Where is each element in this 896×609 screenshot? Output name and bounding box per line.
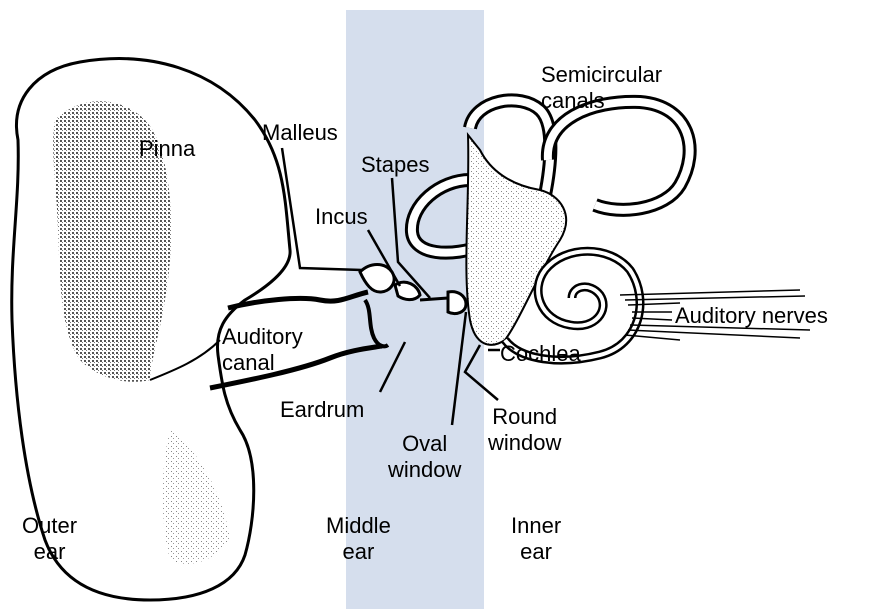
label-auditory-nerves: Auditory nerves [675,303,828,329]
label-pinna: Pinna [139,136,195,162]
label-eardrum: Eardrum [280,397,364,423]
label-malleus: Malleus [262,120,338,146]
label-middle-ear: Middle ear [326,513,391,565]
label-cochlea: Cochlea [500,341,581,367]
label-round-window: Round window [488,404,561,456]
label-oval-window: Oval window [388,431,461,483]
label-incus: Incus [315,204,368,230]
label-outer-ear: Outer ear [22,513,77,565]
label-inner-ear: Inner ear [511,513,561,565]
label-semicircular-canals: Semicircular canals [541,62,662,114]
label-auditory-canal: Auditory canal [222,324,303,376]
label-stapes: Stapes [361,152,430,178]
